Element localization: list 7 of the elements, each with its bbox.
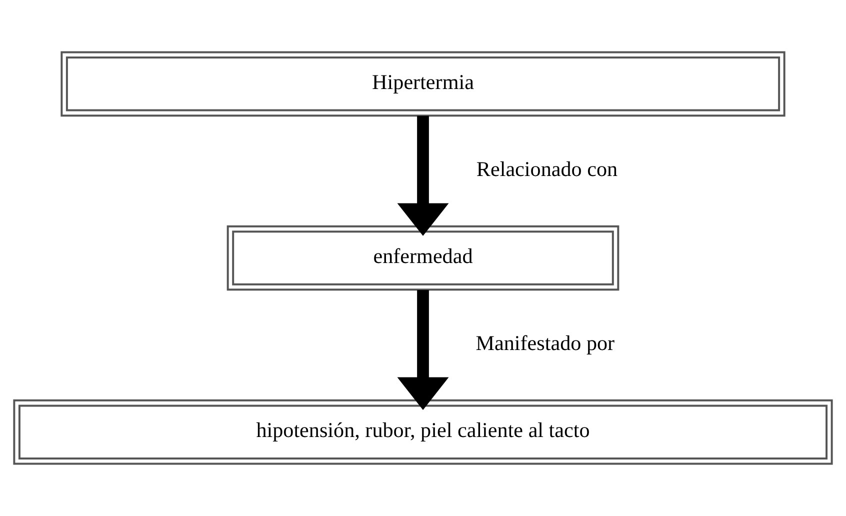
- edge-label: Relacionado con: [476, 156, 618, 181]
- edge-label: Manifestado por: [476, 331, 615, 356]
- arrow: [397, 116, 449, 236]
- node-box: hipotensión, rubor, piel caliente al tacto: [13, 399, 833, 465]
- node-box: Hipertermia: [60, 51, 786, 117]
- node-box: enfermedad: [226, 225, 620, 291]
- arrow: [397, 290, 449, 410]
